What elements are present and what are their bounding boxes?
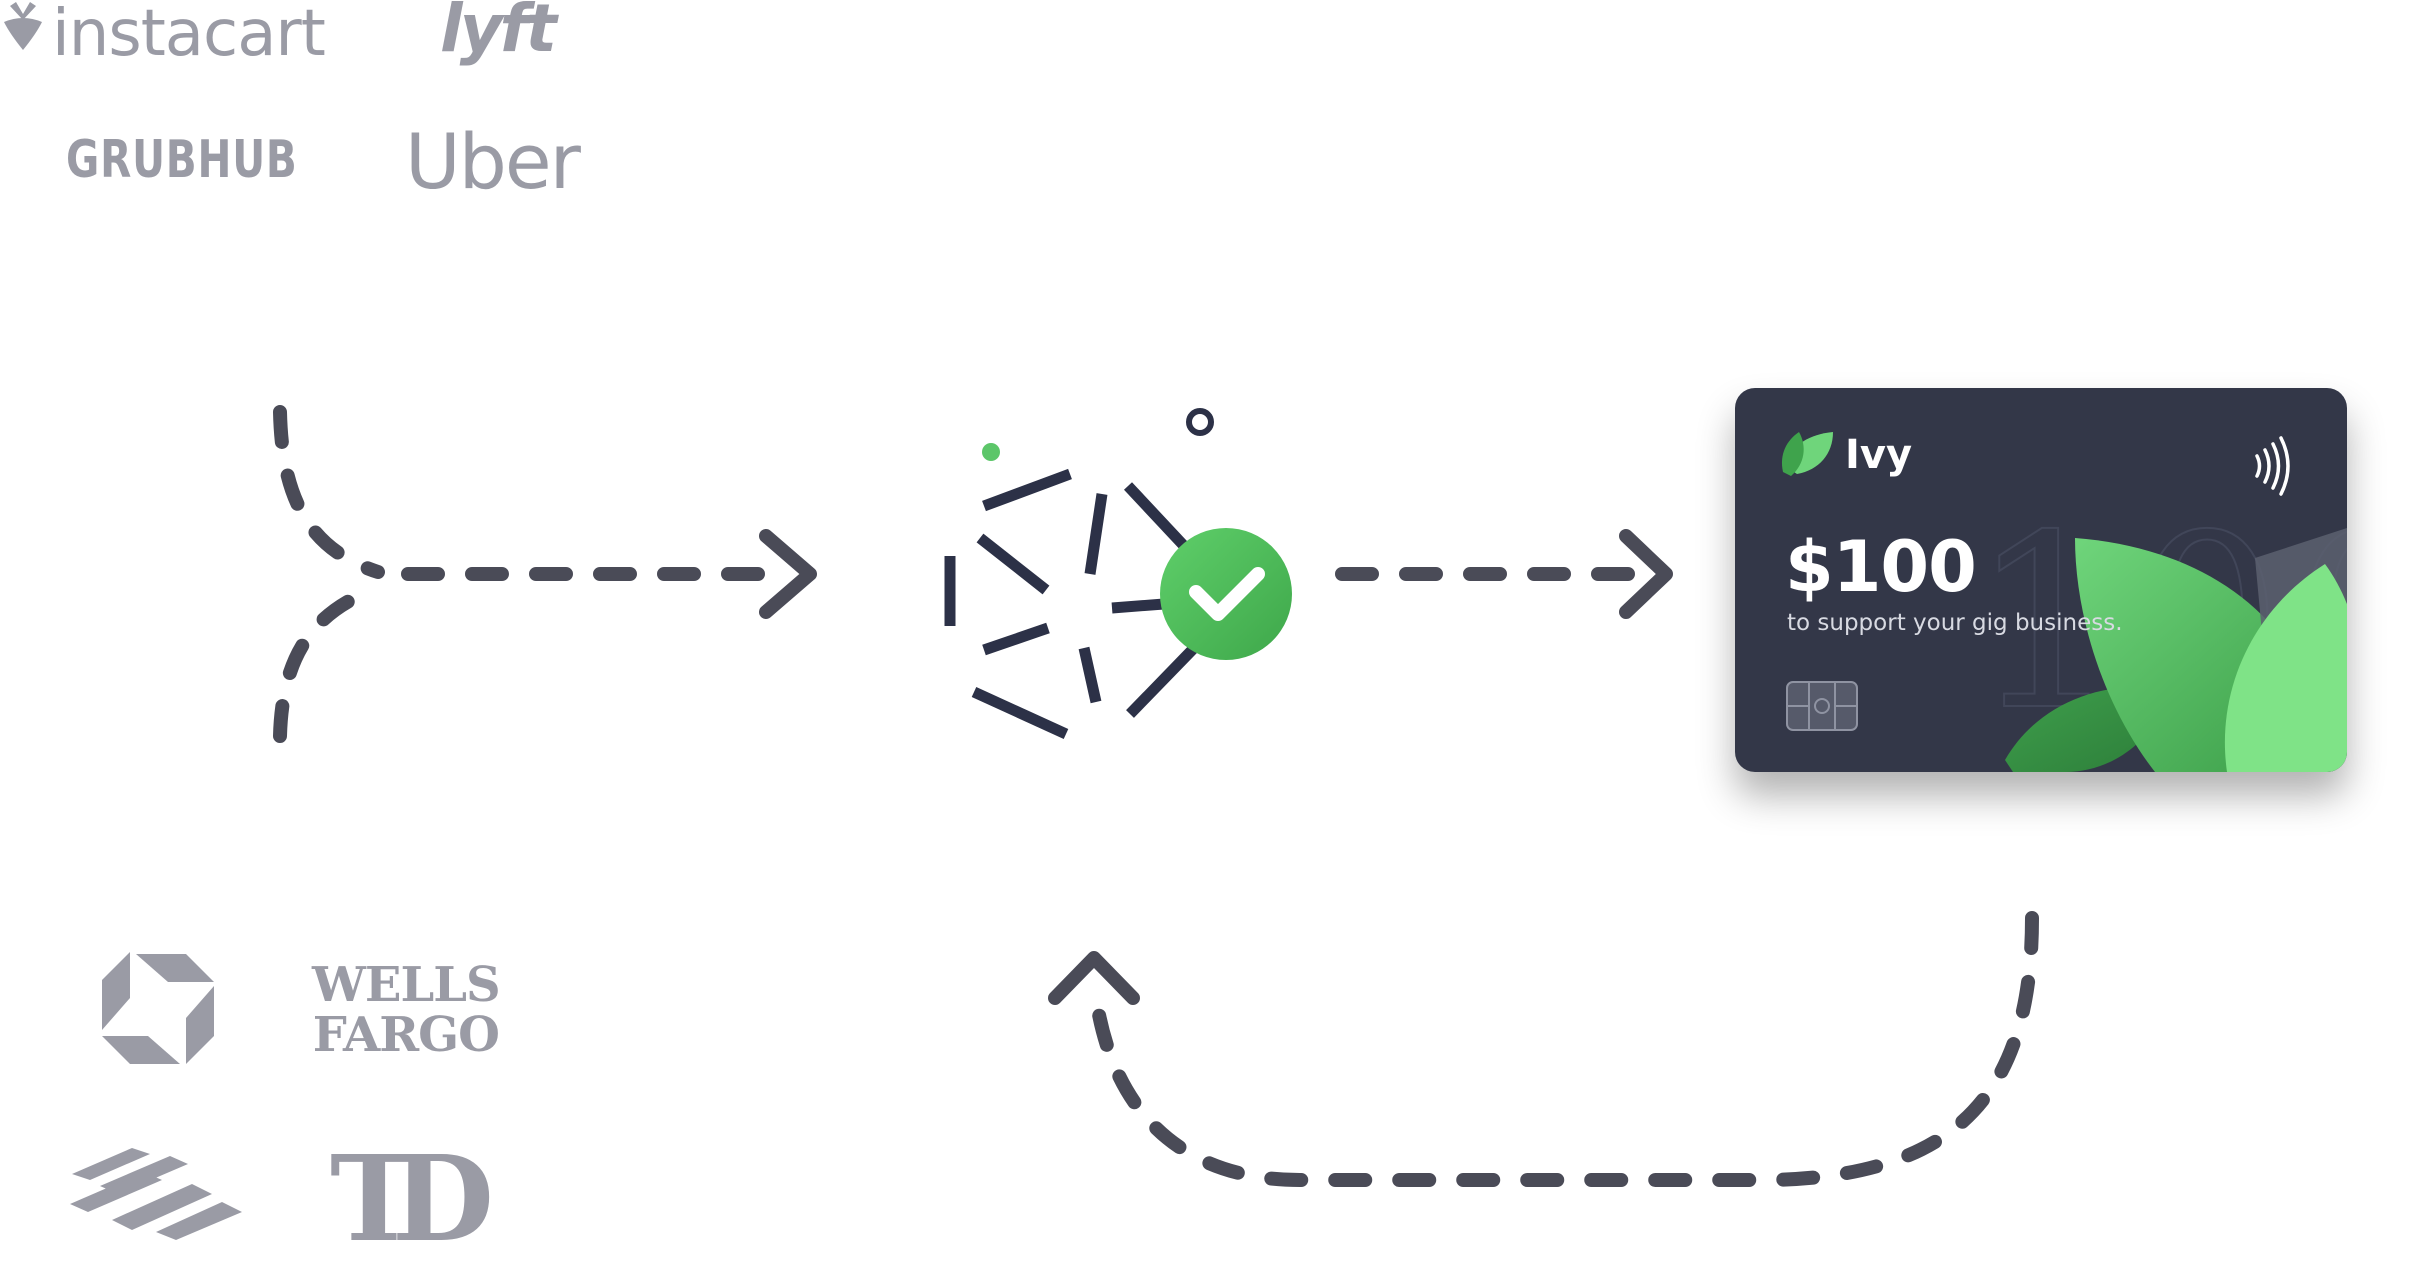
leaf-logo-icon — [1781, 432, 1833, 476]
grubhub-logo: GRUBHUB — [66, 130, 298, 190]
uber-logo: Uber — [405, 117, 581, 206]
arrowhead-1 — [759, 529, 817, 619]
wells-fargo-logo: WELLS FARGO — [312, 957, 501, 1063]
contactless-icon — [2255, 436, 2290, 496]
flow-diagram — [273, 405, 2039, 1187]
card-amount: $100 — [1785, 526, 1977, 608]
wells-fargo-line2: FARGO — [312, 1007, 500, 1063]
card-chip-icon — [1786, 681, 1858, 731]
card-leaves-art — [1781, 432, 2347, 772]
checkmark-icon — [1189, 567, 1265, 621]
merge-branch-bottom — [273, 581, 385, 743]
network-graph-icon — [944, 468, 1200, 740]
lyft-logo: lyft — [440, 0, 557, 67]
ivy-card: 100 Ivy $100 — [1735, 388, 2347, 772]
return-arrow-path — [1088, 911, 2039, 1187]
instacart-logo: instacart — [52, 0, 326, 71]
outline-dot — [1186, 408, 1214, 436]
card-subtext: to support your gig business. — [1787, 610, 2123, 636]
chase-octagon-icon — [102, 952, 214, 1064]
td-logo: TD — [330, 1129, 494, 1268]
wells-fargo-line1: WELLS — [312, 957, 501, 1013]
checkmark-badge — [1160, 528, 1292, 660]
merge-branch-top — [273, 405, 385, 579]
green-dot — [982, 443, 1000, 461]
bank-of-america-flag-icon — [70, 1148, 242, 1240]
arrowhead-2 — [1619, 529, 1673, 619]
leaf-light — [2224, 564, 2347, 772]
arrowhead-return — [1048, 951, 1140, 1005]
instacart-carrot-icon — [4, 2, 42, 50]
card-brand: Ivy — [1845, 432, 1913, 478]
